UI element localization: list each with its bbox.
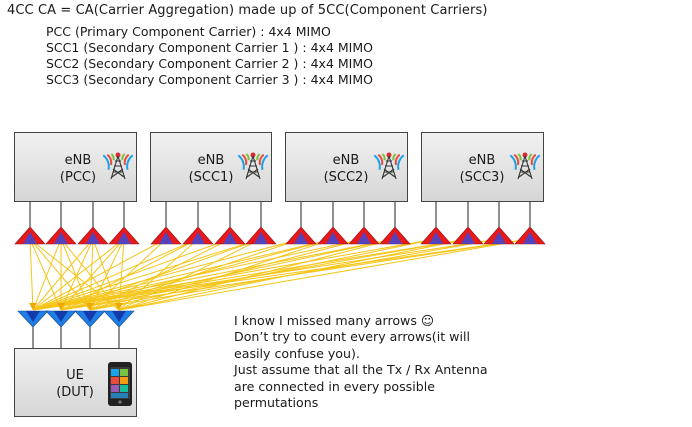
tx-antenna-shade [254, 232, 268, 244]
note-line: permutations [234, 395, 319, 411]
enb-name: eNB [197, 153, 225, 168]
tx-antenna-shade [294, 232, 308, 244]
link-line [29, 238, 91, 311]
note-text: I know I missed many arrows ☺ Don’t try … [234, 313, 524, 411]
link-line [118, 238, 396, 311]
enb-label-scc2: eNB (SCC2) [311, 152, 381, 186]
note-line: Just assume that all the Tx / Rx Antenna [234, 362, 488, 378]
rx-antenna-shade [54, 311, 68, 322]
link-line [118, 238, 262, 311]
link-line [32, 238, 365, 311]
enb-box-scc2: eNB (SCC2) [285, 132, 408, 202]
link-line [60, 238, 531, 311]
link-line [118, 238, 125, 311]
enb-carrier: (PCC) [59, 170, 97, 185]
tx-antenna-shade [326, 232, 340, 244]
tx-antenna-shade [492, 232, 506, 244]
enb-name: eNB [332, 153, 360, 168]
link-line [29, 238, 34, 311]
tx-antenna-shade [23, 232, 37, 244]
tx-antenna-shade [357, 232, 371, 244]
enb-carrier: (SCC1) [188, 170, 234, 185]
link-lines [29, 238, 531, 311]
enb-name: eNB [64, 153, 92, 168]
enb-label-scc3: eNB (SCC3) [447, 152, 517, 186]
rx-antenna-shade [112, 311, 126, 322]
link-line [32, 238, 231, 311]
link-line [32, 238, 437, 311]
enb-label-scc1: eNB (SCC1) [176, 152, 246, 186]
diagram-title: 4CC CA = CA(Carrier Aggregation) made up… [7, 3, 488, 18]
link-line [32, 238, 167, 311]
link-line [118, 238, 531, 311]
tx-antenna-shade [523, 232, 537, 244]
cell-tower-icon [237, 152, 269, 180]
tx-antenna-shade [429, 232, 443, 244]
link-line [32, 238, 531, 311]
ue-box: UE (DUT) [14, 348, 137, 417]
link-line [32, 238, 62, 311]
note-line: Don’t try to count every arrows(it will [234, 329, 470, 345]
cell-tower-icon [373, 152, 405, 180]
ue-role: (DUT) [56, 385, 94, 400]
link-line [32, 238, 334, 311]
link-line [32, 238, 500, 311]
carrier-desc-pcc: PCC (Primary Component Carrier) : 4x4 MI… [46, 24, 331, 39]
link-line [32, 238, 262, 311]
tx-antenna-shade [223, 232, 237, 244]
arrowhead [86, 303, 94, 310]
enb-name: eNB [468, 153, 496, 168]
ue-name: UE [66, 368, 84, 383]
link-line [118, 238, 199, 311]
arrowhead [115, 303, 123, 310]
link-line [32, 238, 302, 311]
note-line: I know I missed many arrows ☺ [234, 313, 435, 328]
enb-box-scc3: eNB (SCC3) [421, 132, 544, 202]
enb-box-pcc: eNB (PCC) [14, 132, 137, 202]
tx-antenna-shade [159, 232, 173, 244]
link-line [32, 238, 94, 311]
ue-label: UE (DUT) [40, 367, 110, 401]
enb-carrier: (SCC3) [459, 170, 505, 185]
rx-antenna-shade [26, 311, 40, 322]
tx-antenna-shade [461, 232, 475, 244]
rx-antenna-shade [83, 311, 97, 322]
link-line [32, 238, 469, 311]
arrowhead [57, 303, 65, 310]
carrier-desc-scc3: SCC3 (Secondary Component Carrier 3 ) : … [46, 72, 373, 87]
cell-tower-icon [102, 152, 134, 180]
carrier-desc-scc2: SCC2 (Secondary Component Carrier 2 ) : … [46, 56, 373, 71]
tx-antenna-shade [86, 232, 100, 244]
link-line [32, 238, 199, 311]
enb-box-scc1: eNB (SCC1) [150, 132, 272, 202]
tx-antenna-shade [191, 232, 205, 244]
tx-antenna-shade [388, 232, 402, 244]
smartphone-icon [108, 362, 132, 406]
enb-carrier: (SCC2) [323, 170, 369, 185]
cell-tower-icon [509, 152, 541, 180]
link-line [32, 238, 396, 311]
link-line [32, 238, 125, 311]
note-line: easily confuse you). [234, 345, 360, 361]
tx-antenna-shade [54, 232, 68, 244]
carrier-desc-scc1: SCC1 (Secondary Component Carrier 1 ) : … [46, 40, 373, 55]
note-line: are connected in every possible [234, 378, 435, 394]
arrowhead [29, 303, 37, 310]
enb-label-pcc: eNB (PCC) [43, 152, 113, 186]
tx-antenna-shade [117, 232, 131, 244]
